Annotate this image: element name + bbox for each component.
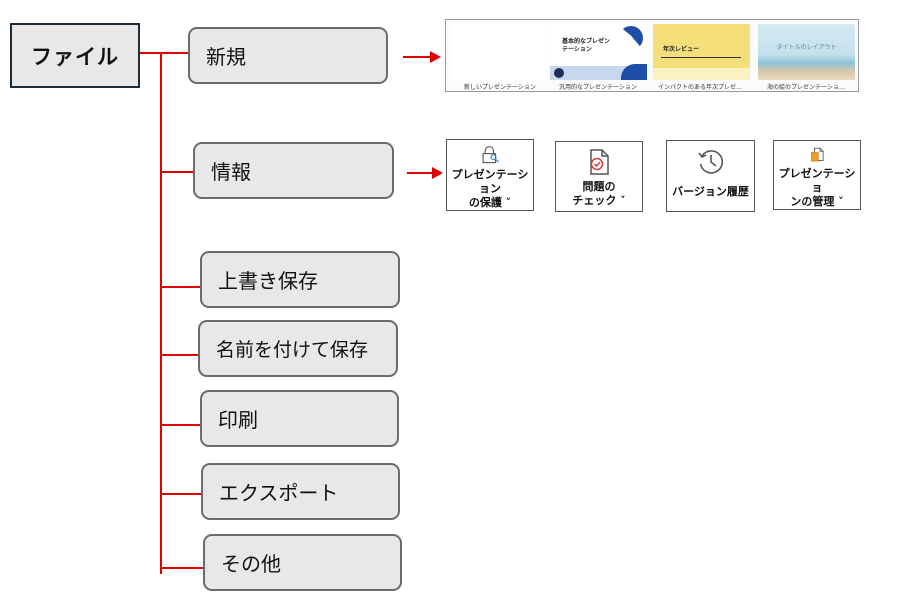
arrow-info-head bbox=[432, 167, 443, 179]
menu-item-other-label: その他 bbox=[221, 552, 281, 576]
template-annual-label: インパクトのある年次プレゼ… bbox=[657, 84, 742, 91]
template-blank-label: 新しいプレゼンテーション bbox=[464, 84, 536, 91]
manage-presentation-label: プレゼンテーショ ンの管理 ˅ bbox=[778, 167, 856, 208]
template-ocean-title: タイトルのレイアウト bbox=[776, 44, 837, 51]
history-clock-icon bbox=[697, 150, 723, 174]
protect-presentation-button[interactable]: プレゼンテーション の保護 ˅ bbox=[446, 139, 534, 211]
arrow-new-shaft bbox=[403, 56, 431, 58]
lock-key-icon bbox=[482, 146, 499, 164]
template-general-title: 基本的なプレゼン テーション bbox=[562, 38, 611, 53]
check-issues-button[interactable]: 問題の チェック ˅ bbox=[555, 141, 643, 212]
template-ocean[interactable]: タイトルのレイアウト bbox=[758, 24, 855, 80]
branch-save bbox=[160, 286, 200, 288]
branch-export bbox=[160, 493, 201, 495]
template-general-dot bbox=[554, 68, 564, 78]
branch-print bbox=[160, 424, 200, 426]
menu-item-new-label: 新規 bbox=[206, 45, 246, 69]
root-connector bbox=[140, 52, 190, 54]
template-annual[interactable]: 年次レビュー bbox=[653, 24, 750, 80]
arrow-info-shaft bbox=[407, 172, 433, 174]
menu-item-save-as[interactable]: 名前を付けて保存 bbox=[198, 320, 398, 377]
template-general-label: 汎用的なプレゼンテーション bbox=[559, 84, 637, 91]
version-history-button[interactable]: バージョン履歴 bbox=[666, 140, 755, 212]
template-gallery: 新しいプレゼンテーション 基本的なプレゼン テーション 汎用的なプレゼンテーショ… bbox=[445, 19, 859, 92]
menu-item-export-label: エクスポート bbox=[219, 481, 339, 505]
template-blank[interactable] bbox=[452, 24, 549, 80]
menu-item-other[interactable]: その他 bbox=[203, 534, 402, 591]
manage-document-icon bbox=[811, 147, 824, 162]
protect-presentation-label: プレゼンテーション の保護 ˅ bbox=[451, 168, 529, 209]
menu-item-print-label: 印刷 bbox=[218, 408, 258, 432]
menu-item-export[interactable]: エクスポート bbox=[201, 463, 400, 520]
menu-item-save-as-label: 名前を付けて保存 bbox=[216, 339, 369, 361]
template-ocean-label: 海の絵のプレゼンテーショ… bbox=[767, 84, 845, 91]
template-annual-title: 年次レビュー bbox=[663, 46, 700, 53]
file-root-box[interactable]: ファイル bbox=[10, 23, 140, 88]
menu-item-new[interactable]: 新規 bbox=[188, 27, 388, 84]
menu-item-print[interactable]: 印刷 bbox=[200, 390, 399, 447]
branch-saveas bbox=[160, 354, 198, 356]
template-general-shape-right bbox=[621, 64, 647, 80]
template-general[interactable]: 基本的なプレゼン テーション bbox=[550, 24, 647, 80]
menu-item-save[interactable]: 上書き保存 bbox=[200, 251, 400, 308]
branch-other bbox=[160, 567, 203, 569]
arrow-new-head bbox=[430, 51, 441, 63]
branch-info bbox=[160, 171, 194, 173]
file-root-label: ファイル bbox=[31, 44, 119, 69]
document-check-icon bbox=[590, 149, 609, 175]
version-history-label: バージョン履歴 bbox=[672, 185, 749, 198]
check-issues-label: 問題の チェック ˅ bbox=[572, 180, 626, 207]
template-annual-bottom bbox=[653, 68, 750, 80]
menu-item-info-label: 情報 bbox=[211, 160, 251, 184]
trunk-line bbox=[160, 52, 162, 574]
menu-item-info[interactable]: 情報 bbox=[193, 142, 394, 199]
template-annual-rule bbox=[661, 57, 741, 58]
menu-item-save-label: 上書き保存 bbox=[218, 269, 318, 293]
manage-presentation-button[interactable]: プレゼンテーショ ンの管理 ˅ bbox=[773, 140, 861, 210]
template-general-shape-top bbox=[619, 26, 643, 50]
